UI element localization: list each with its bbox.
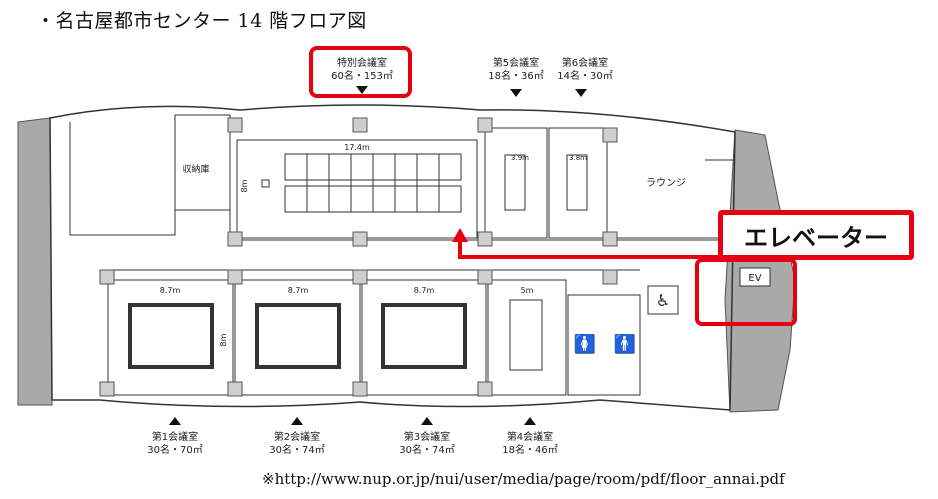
room3-box bbox=[361, 279, 487, 396]
route-line bbox=[458, 240, 720, 259]
ev-box bbox=[739, 267, 771, 287]
room3-width: 8.7m bbox=[414, 286, 435, 295]
building-outline bbox=[49, 104, 736, 411]
bottom-arrows bbox=[169, 417, 536, 425]
room4-width: 5m bbox=[521, 286, 534, 295]
elevator-callout: エレベーター bbox=[718, 210, 914, 260]
wheelchair-icon: ♿ bbox=[656, 291, 670, 310]
room1-capacity: 30名・70㎡ bbox=[147, 443, 202, 456]
room6-capacity: 14名・30㎡ bbox=[557, 69, 612, 82]
special-room-name: 特別会議室 bbox=[337, 56, 387, 69]
ev-highlight bbox=[695, 258, 797, 326]
room4-name: 第4会議室 bbox=[507, 430, 553, 443]
storage-label: 収納庫 bbox=[182, 163, 209, 175]
source-note: ※http://www.nup.or.jp/nui/user/media/pag… bbox=[262, 470, 785, 488]
special-depth: 8m bbox=[240, 179, 249, 192]
special-room-capacity: 60名・153㎡ bbox=[331, 69, 393, 82]
restroom-area bbox=[567, 294, 641, 396]
room5-width: 3.9m bbox=[511, 154, 529, 162]
special-room-desk-dividers bbox=[306, 154, 440, 212]
room2-name: 第2会議室 bbox=[274, 430, 320, 443]
room6-name: 第6会議室 bbox=[562, 56, 608, 69]
room3-name: 第3会議室 bbox=[404, 430, 450, 443]
page-title: ・名古屋都市センター 14 階フロア図 bbox=[36, 10, 367, 32]
room6-width: 3.8m bbox=[569, 154, 587, 162]
left-gray-wall bbox=[17, 117, 53, 406]
female-icon: 🚺 bbox=[574, 333, 596, 355]
route-arrowhead bbox=[452, 228, 468, 242]
room5-name: 第5会議室 bbox=[493, 56, 539, 69]
top-arrows bbox=[356, 86, 587, 97]
lower-depth: 8m bbox=[219, 333, 228, 346]
room1-width: 8.7m bbox=[160, 286, 181, 295]
lounge-label: ラウンジ bbox=[646, 177, 686, 189]
male-icon: 🚹 bbox=[614, 333, 636, 355]
room1-box bbox=[107, 279, 234, 396]
room2-capacity: 30名・74㎡ bbox=[269, 443, 324, 456]
columns bbox=[99, 117, 618, 397]
room4-capacity: 18名・46㎡ bbox=[502, 443, 557, 456]
room3-capacity: 30名・74㎡ bbox=[399, 443, 454, 456]
room1-name: 第1会議室 bbox=[152, 430, 198, 443]
special-width: 17.4m bbox=[344, 143, 370, 152]
room2-width: 8.7m bbox=[288, 286, 309, 295]
ev-label: EV bbox=[748, 273, 761, 284]
room5-capacity: 18名・36㎡ bbox=[488, 69, 543, 82]
room4-box bbox=[487, 279, 567, 396]
room2-box bbox=[234, 279, 361, 396]
room5-box bbox=[484, 127, 548, 239]
accessible-toilet bbox=[647, 285, 679, 315]
special-room-highlight bbox=[309, 46, 412, 98]
